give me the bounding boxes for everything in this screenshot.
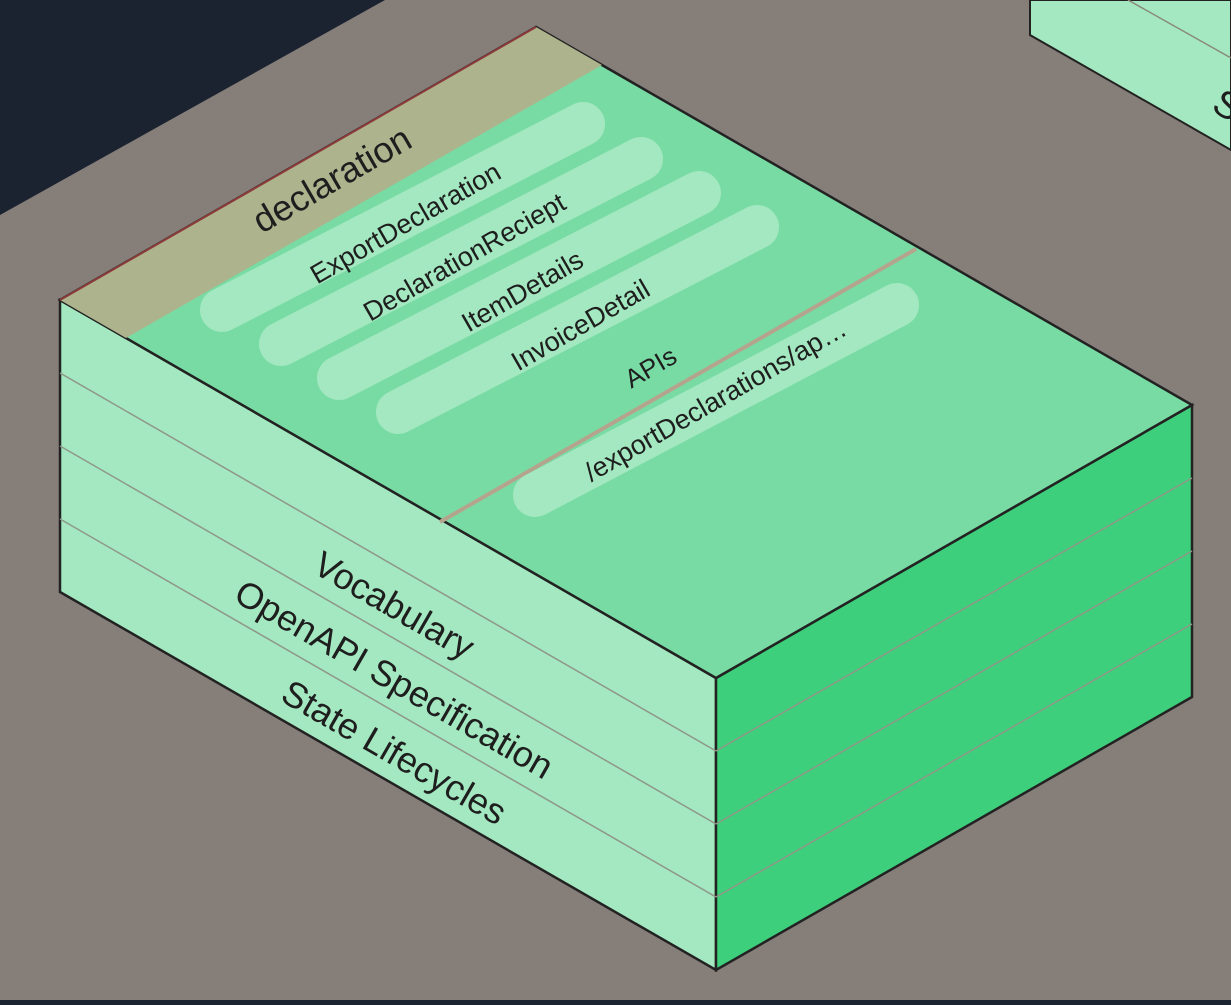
diagram-canvas: S declaration: [0, 0, 1231, 1000]
architecture-diagram: S declaration: [0, 0, 1231, 1000]
